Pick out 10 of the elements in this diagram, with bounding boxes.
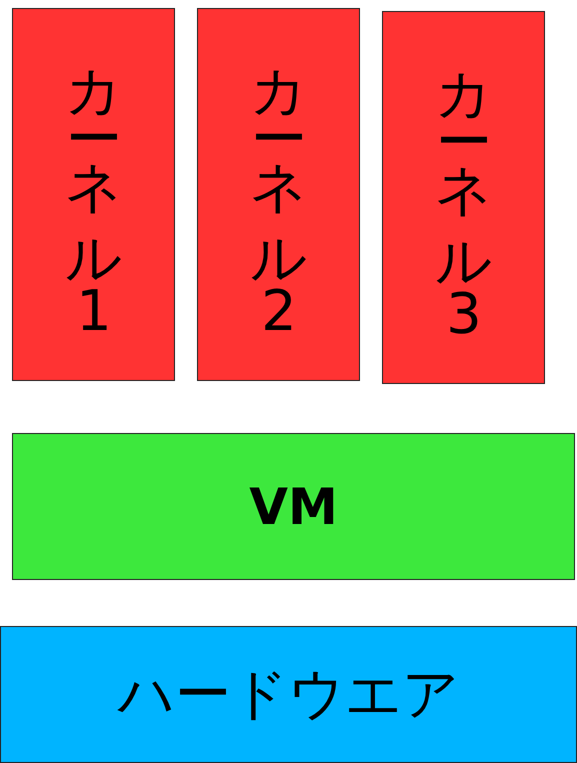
box-label: ハードウエア [118,660,459,728]
kernel-box [197,8,360,381]
kernel-box [382,11,545,384]
box-label: カーネル1 [66,31,122,358]
hardware-box [0,626,577,763]
box-label: VM [249,478,338,536]
box-label: カーネル3 [436,34,492,361]
box-label: カーネル2 [250,31,306,358]
vm-box [12,433,575,580]
kernel-box [12,8,175,381]
